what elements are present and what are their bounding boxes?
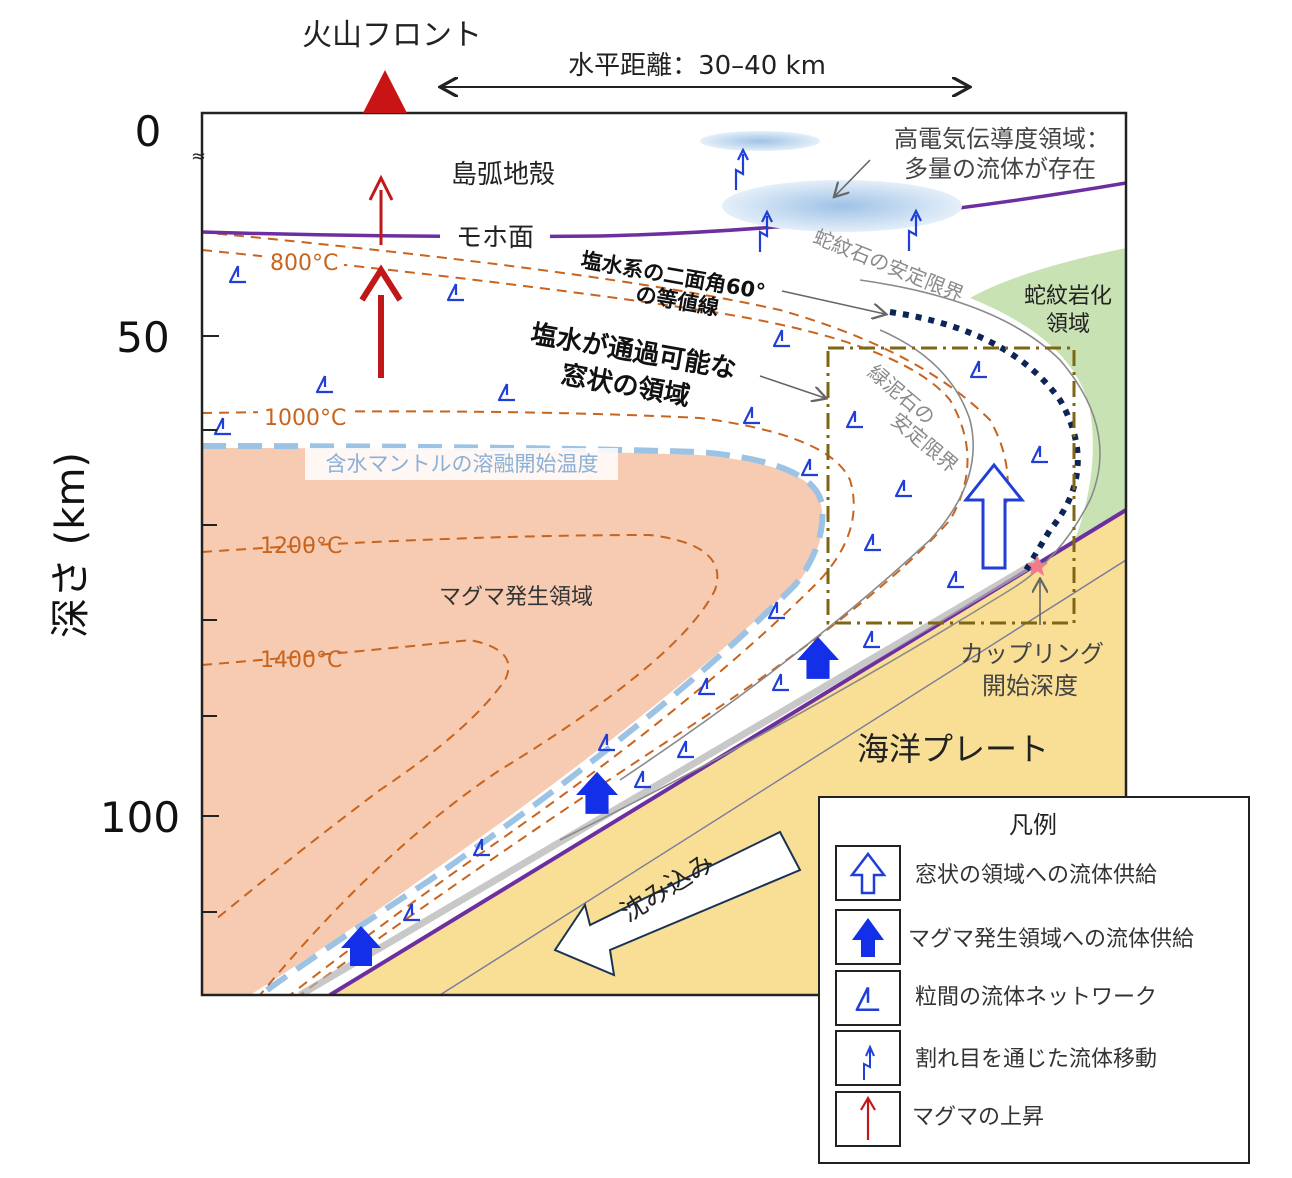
serpentinized-label-2: 領域 [1046, 312, 1090, 337]
legend-item-4-label: 割れ目を通じた流体移動 [915, 1047, 1157, 1072]
legend-item-1-label: 窓状の領域への流体供給 [915, 863, 1157, 888]
magma-region-label: マグマ発生領域 [439, 585, 593, 610]
arc-crust-label: 島弧地殻 [451, 160, 555, 190]
serpentinized-label-1: 蛇紋岩化 [1024, 284, 1112, 309]
hollow-up-arrow-icon [849, 851, 887, 895]
high-conductivity-label-2: 多量の流体が存在 [904, 155, 1096, 183]
serpentine-limit-line [559, 279, 1101, 841]
subduction-arrow [553, 830, 802, 977]
high-conductivity-label-1: 高電気伝導度領域： [894, 125, 1110, 153]
serpentinized-region [970, 248, 1126, 540]
isotherm-800-label: 800°C [270, 251, 338, 276]
depth-axis-ticks [202, 335, 219, 913]
legend: 凡例 窓状の領域への流体供給 マグマ発生領域への流体供給 粒間の流体ネットワーク… [818, 796, 1250, 1164]
high-conductivity-region [722, 180, 962, 232]
isotherm-1000-label: 1000°C [264, 406, 346, 431]
isotherms [202, 231, 1009, 995]
legend-item-2-label: マグマ発生領域への流体供給 [908, 927, 1194, 952]
moho-line [202, 181, 1126, 239]
wet-mantle-solidus-label: 含水マントルの溶融開始温度 [326, 452, 599, 476]
fracture-arrow-icon [863, 1044, 875, 1080]
chlorite-limit-line [619, 329, 974, 781]
oceanic-plate-label: 海洋プレート [857, 730, 1049, 768]
window-supply-arrow [962, 462, 1026, 570]
moho-label: モホ面 [456, 223, 534, 253]
depth-tick-100: 100 [100, 793, 180, 842]
depth-tick-0: 0 [135, 107, 162, 156]
isotherm-1400-label: 1400°C [260, 648, 342, 673]
horizontal-distance-label: 水平距離：30–40 km [568, 51, 826, 81]
depth-tick-50: 50 [116, 313, 169, 362]
coupling-label-1: カップリング [960, 640, 1104, 668]
magma-generation-region [202, 448, 823, 995]
legend-title: 凡例 [1009, 811, 1057, 839]
solid-up-arrow-icon [852, 918, 884, 957]
brine-window-box [826, 346, 1076, 625]
depth-axis-label: 深さ (km) [48, 452, 94, 638]
svg-text:≈: ≈ [191, 146, 206, 167]
triple-junction-icon [855, 986, 880, 1012]
magma-ascent-arrows [359, 174, 403, 378]
coupling-star-icon [1026, 555, 1048, 576]
isotherm-1200-label: 1200°C [260, 534, 342, 559]
legend-item-3-label: 粒間の流体ネットワーク [915, 985, 1157, 1010]
coupling-label-2: 開始深度 [982, 672, 1078, 700]
volcanic-front-label: 火山フロント [302, 18, 482, 53]
red-arrow-icon [860, 1095, 876, 1140]
legend-item-5-label: マグマの上昇 [912, 1105, 1044, 1130]
volcano-icon [363, 70, 407, 113]
